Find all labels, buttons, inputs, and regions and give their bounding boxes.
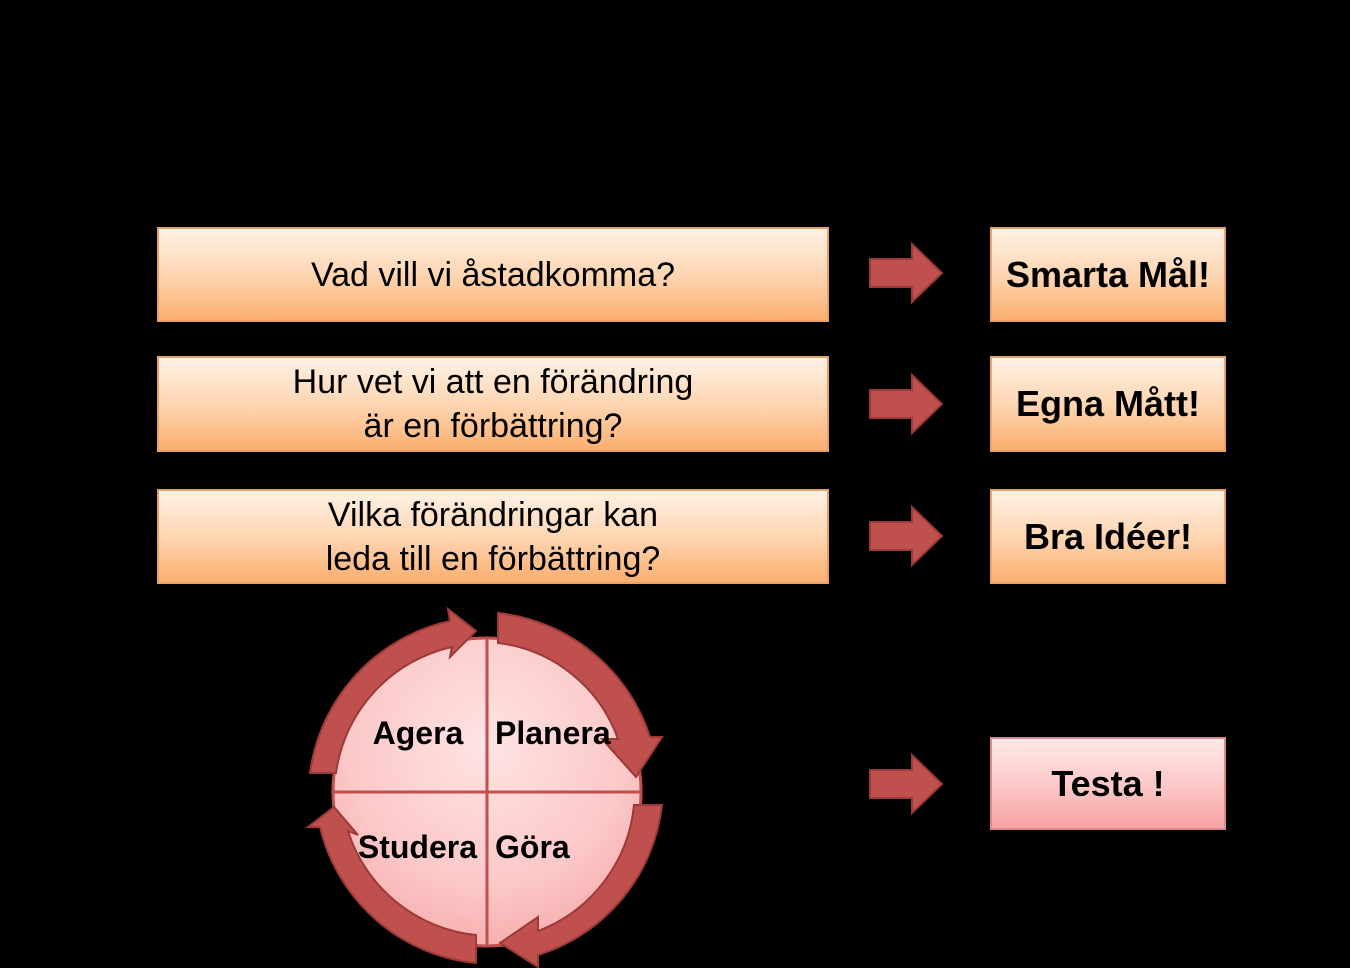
right-arrow-icon xyxy=(869,373,944,435)
question-text-change: Vilka förändringar kan leda till en förb… xyxy=(325,495,661,578)
quadrant-label-do: Göra xyxy=(495,829,570,865)
right-arrow-icon xyxy=(869,505,944,567)
quadrant-label-plan: Planera xyxy=(495,715,611,751)
answer-box-measures: Egna Mått! xyxy=(990,356,1226,452)
cycle-arrow-do-icon xyxy=(498,804,664,968)
quadrant-label-act: Agera xyxy=(373,715,464,751)
answer-text-test: Testa ! xyxy=(1051,762,1165,804)
answer-text-ideas: Bra Idéer! xyxy=(1023,515,1193,557)
cycle-arrow-study-icon xyxy=(305,805,477,965)
answer-text-measures: Egna Mått! xyxy=(1016,383,1200,424)
question-box-goal: Vad vill vi åstadkomma? xyxy=(157,227,829,322)
right-arrow-icon xyxy=(869,753,944,815)
question-text-measure: Hur vet vi att en förändring är en förbä… xyxy=(292,363,694,445)
quadrant-label-study: Studera xyxy=(358,829,477,865)
answer-box-test: Testa ! xyxy=(990,737,1226,830)
question-box-measure: Hur vet vi att en förändring är en förbä… xyxy=(157,356,829,452)
cycle-arrow-act-icon xyxy=(308,606,478,774)
question-text-goal: Vad vill vi åstadkomma? xyxy=(310,255,676,294)
cycle-arrow-plan-icon xyxy=(497,611,664,779)
answer-box-goals: Smarta Mål! xyxy=(990,227,1226,322)
question-box-change: Vilka förändringar kan leda till en förb… xyxy=(157,489,829,584)
answer-box-ideas: Bra Idéer! xyxy=(990,489,1226,584)
right-arrow-icon xyxy=(869,242,944,304)
answer-text-goals: Smarta Mål! xyxy=(1005,253,1211,295)
pdsa-cycle-diagram: Agera Planera Göra Studera xyxy=(305,606,664,968)
